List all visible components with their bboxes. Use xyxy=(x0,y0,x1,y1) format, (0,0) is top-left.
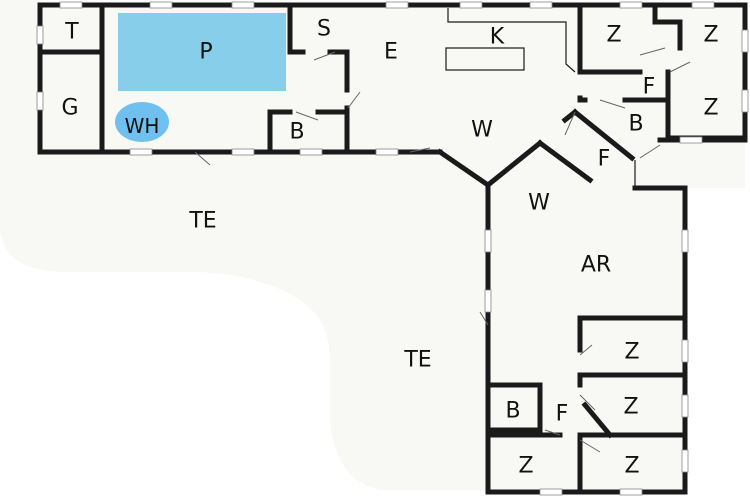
label-z1: Z xyxy=(606,23,621,48)
label-k: K xyxy=(490,25,505,50)
label-g: G xyxy=(61,96,78,121)
label-b1: B xyxy=(289,120,304,145)
pool xyxy=(118,13,286,91)
label-b3: B xyxy=(505,399,520,424)
label-z4: Z xyxy=(624,340,639,365)
terrace-area xyxy=(0,0,488,490)
doors xyxy=(194,47,691,453)
windows xyxy=(36,1,749,496)
label-w1: W xyxy=(471,118,493,143)
label-te1: TE xyxy=(188,209,216,234)
label-f2: F xyxy=(598,147,611,172)
label-f1: F xyxy=(643,75,656,100)
label-t: T xyxy=(64,20,79,45)
whirlpool xyxy=(115,102,169,142)
label-w2: W xyxy=(528,191,550,216)
label-p: P xyxy=(199,40,212,65)
label-ar: AR xyxy=(581,253,611,278)
label-te2: TE xyxy=(403,348,431,373)
label-wh: WH xyxy=(125,114,160,138)
label-s: S xyxy=(317,17,331,42)
label-z6: Z xyxy=(518,454,533,479)
fixtures xyxy=(445,8,636,188)
label-e: E xyxy=(384,40,398,65)
label-z5: Z xyxy=(623,395,638,420)
label-b2: B xyxy=(628,112,643,137)
label-z3: Z xyxy=(703,96,718,121)
label-z2: Z xyxy=(703,23,718,48)
label-z7: Z xyxy=(624,454,639,479)
room-labels: T G P WH S B E K W W Z Z F Z B F AR TE T… xyxy=(61,17,718,479)
label-f3: F xyxy=(556,402,569,427)
